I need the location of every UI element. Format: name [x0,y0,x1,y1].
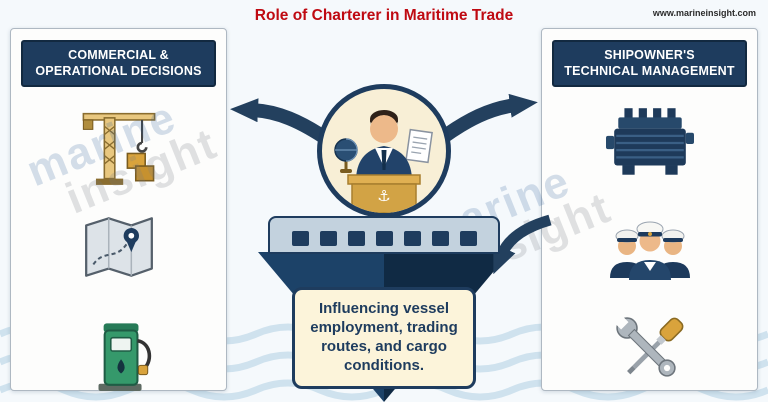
left-panel-commercial-decisions: COMMERCIAL & OPERATIONAL DECISIONS [10,28,227,391]
charterer-portrait: ⚓ [317,84,451,218]
map-route-icon [73,201,165,293]
right-panel-header: SHIPOWNER'S TECHNICAL MANAGEMENT [552,40,747,87]
right-panel-header-line1: SHIPOWNER'S [604,48,695,62]
ship-window [459,231,477,246]
tools-icon [604,305,696,397]
right-icon-stack [542,87,757,397]
ship-window [291,231,309,246]
ship-window [431,231,449,246]
charterer-illustration [334,110,433,213]
crew-icon [604,201,696,293]
ship-deck [268,216,500,254]
left-panel-header-line1: COMMERCIAL & [68,48,169,62]
engine-icon [604,97,696,189]
right-panel-header-line2: TECHNICAL MANAGEMENT [564,64,735,79]
left-panel-header-line2: OPERATIONAL DECISIONS [35,64,202,79]
ship-window [319,231,337,246]
fuel-pump-icon [73,305,165,397]
page-title: Role of Charterer in Maritime Trade [254,7,514,24]
ship-window [347,231,365,246]
right-panel-technical-management: SHIPOWNER'S TECHNICAL MANAGEMENT [541,28,758,391]
left-panel-header: COMMERCIAL & OPERATIONAL DECISIONS [21,40,216,87]
ship-window [403,231,421,246]
crane-icon [73,97,165,189]
website-url: www.marineinsight.com [652,8,756,18]
ship-window [375,231,393,246]
anchor-icon: ⚓ [377,188,391,205]
caption-box: Influencing vessel employment, trading r… [292,287,476,389]
left-icon-stack [11,87,226,397]
